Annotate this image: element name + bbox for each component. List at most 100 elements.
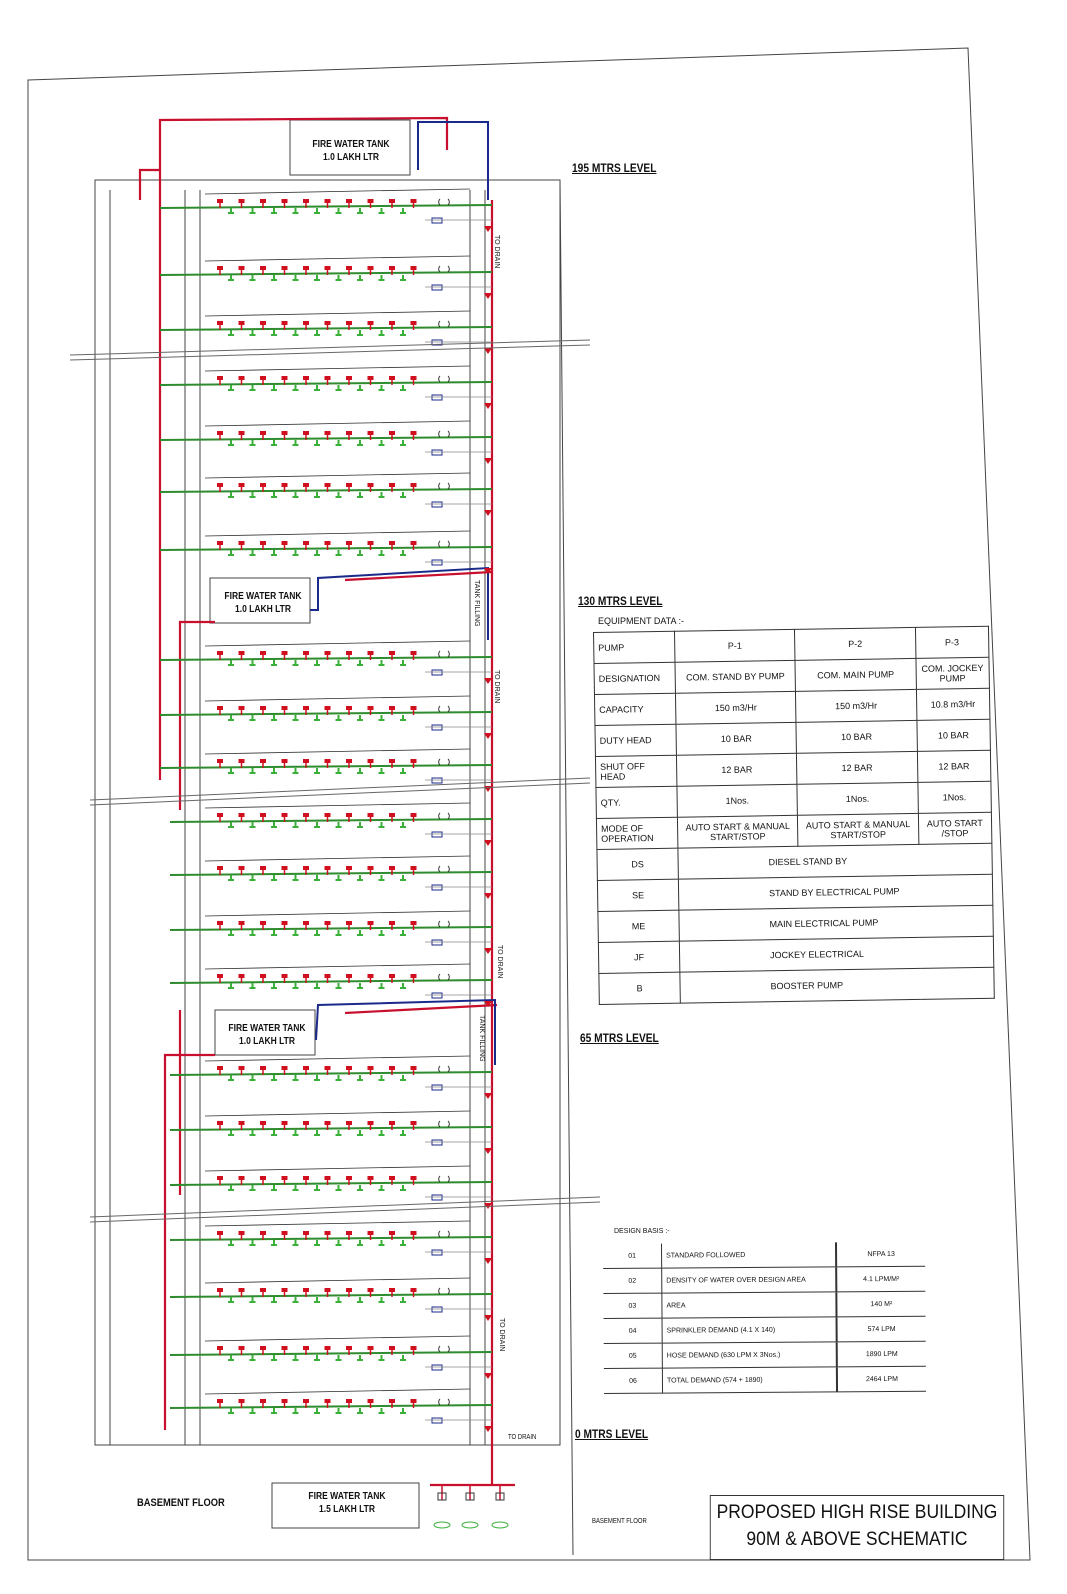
legend-desc: BOOSTER PUMP (679, 967, 995, 1004)
sprinkler-upright-icon (389, 1399, 395, 1403)
sprinkler-upright-icon (281, 651, 288, 655)
tank-name: FIRE WATER TANK (224, 591, 302, 602)
sprinkler-upright-icon (217, 1176, 223, 1180)
ceiling-line (204, 1110, 471, 1117)
sprinkler-pendent-icon (378, 930, 385, 936)
sprinkler-pendent-icon (357, 492, 363, 498)
ceiling-line (204, 1055, 471, 1062)
sprinkler-pendent-icon (228, 768, 234, 774)
sprinkler-pendent-icon (271, 1297, 277, 1303)
sprinkler-upright-icon (410, 1231, 417, 1235)
sprinkler-pendent-icon (292, 330, 299, 336)
sprinkler-upright-icon (324, 706, 331, 710)
flow-switch-icon (438, 540, 450, 548)
sprinkler-upright-icon (217, 321, 223, 325)
sprinkler-pendent-icon (335, 1297, 342, 1303)
pump-motor-icon (461, 1521, 479, 1529)
sprinkler-pendent-icon (378, 1185, 385, 1191)
pump-motor-icon (491, 1521, 509, 1529)
basement-pumps (433, 1485, 509, 1529)
floor-branch (169, 1055, 493, 1099)
sprinkler-pendent-icon (292, 768, 299, 774)
sprinkler-pendent-icon (378, 822, 385, 828)
pump-icon (437, 1492, 447, 1501)
sprinkler-pendent-icon (400, 1130, 406, 1136)
sprinkler-upright-icon (238, 541, 245, 545)
sprinkler-pendent-icon (271, 1075, 277, 1081)
floor-branch (159, 420, 493, 464)
sprinkler-upright-icon (346, 1231, 352, 1235)
sprinkler-pendent-icon (228, 1297, 234, 1303)
tank-capacity: 1.0 LAKH LTR (322, 152, 380, 163)
sprinkler-pendent-icon (357, 768, 363, 774)
sprinkler-upright-icon (260, 866, 266, 870)
sprinkler-upright-icon (410, 541, 417, 545)
pump-motor-icon (433, 1521, 451, 1529)
sprinkler-upright-icon (303, 483, 309, 487)
ceiling-line (204, 310, 471, 317)
flow-switch-icon (438, 482, 450, 490)
break-line (89, 782, 591, 806)
branch-pipe (169, 979, 493, 984)
sprinkler-pendent-icon (271, 385, 277, 391)
sprinkler-pendent-icon (292, 822, 299, 828)
sprinkler-upright-icon (217, 431, 223, 435)
sprinkler-pendent-icon (400, 768, 406, 774)
ceiling-line (204, 695, 471, 702)
sprinkler-upright-icon (217, 1231, 223, 1235)
floor-branch (169, 1110, 493, 1154)
sprinkler-upright-icon (389, 921, 395, 925)
sprinkler-pendent-icon (271, 715, 277, 721)
sprinkler-upright-icon (389, 759, 395, 763)
sprinkler-upright-icon (389, 1066, 395, 1070)
flow-switch-icon (438, 865, 450, 873)
test-drain-valve-icon (431, 724, 443, 731)
sprinkler-pendent-icon (335, 660, 342, 666)
sprinkler-upright-icon (346, 1288, 352, 1292)
test-drain-valve-icon (431, 1194, 443, 1201)
floor-branch (159, 640, 493, 684)
sprinkler-upright-icon (238, 1399, 245, 1403)
floor-branch (169, 1220, 493, 1264)
ceiling-line (204, 1335, 471, 1342)
sprinkler-upright-icon (260, 1066, 266, 1070)
sprinkler-pendent-icon (378, 385, 385, 391)
check-valve-icon (484, 1426, 492, 1432)
sprinkler-upright-icon (303, 1066, 309, 1070)
sprinkler-upright-icon (410, 1399, 417, 1403)
ceiling-line (204, 1220, 471, 1227)
sprinkler-upright-icon (367, 1231, 374, 1235)
test-drain-valve-icon (431, 831, 443, 838)
tank-mid-lower-outline (214, 1009, 316, 1056)
break-line (89, 1201, 601, 1223)
sprinkler-pendent-icon (249, 330, 256, 336)
sprinkler-pendent-icon (335, 492, 342, 498)
sprinkler-pendent-icon (335, 715, 342, 721)
sprinkler-pendent-icon (378, 983, 385, 989)
sprinkler-upright-icon (410, 813, 417, 817)
sprinkler-upright-icon (324, 483, 331, 487)
sprinkler-pendent-icon (357, 1355, 363, 1361)
sprinkler-pendent-icon (249, 1297, 256, 1303)
legend-desc: DIESEL STAND BY (677, 843, 993, 880)
sprinkler-pendent-icon (357, 983, 363, 989)
sprinkler-pendent-icon (357, 660, 363, 666)
sprinkler-pendent-icon (357, 1075, 363, 1081)
break-line (89, 1196, 601, 1218)
flow-switch-icon (438, 198, 450, 206)
sprinkler-pendent-icon (335, 440, 342, 446)
sprinkler-pendent-icon (249, 1185, 256, 1191)
sprinkler-pendent-icon (400, 1185, 406, 1191)
branch-pipe (169, 1236, 493, 1241)
sprinkler-pendent-icon (314, 1408, 320, 1414)
sprinkler-pendent-icon (271, 492, 277, 498)
sprinkler-pendent-icon (378, 330, 385, 336)
sprinkler-pendent-icon (400, 875, 406, 881)
break-line (69, 344, 591, 361)
sprinkler-pendent-icon (400, 275, 406, 281)
level-65: 65 MTRS LEVEL (580, 1031, 659, 1045)
sprinkler-pendent-icon (400, 1408, 406, 1414)
sprinkler-pendent-icon (228, 275, 234, 281)
check-valve-icon (484, 568, 492, 574)
